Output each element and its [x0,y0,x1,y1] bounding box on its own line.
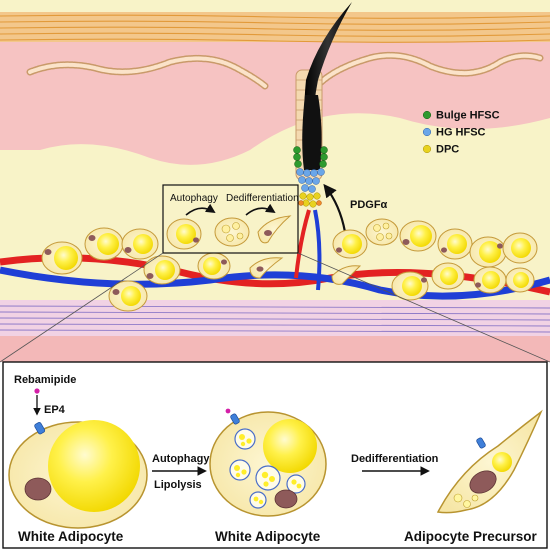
adipocyte [469,236,507,268]
adipocyte [166,218,202,250]
arrow1-label-bottom: Lipolysis [154,479,202,491]
adipocyte-precursor [249,257,284,279]
ep4-receptor [34,422,46,435]
ep4-label: EP4 [44,404,66,416]
legend: Bulge HFSC HG HFSC DPC [422,110,500,156]
adipocyte [437,228,473,260]
adipocyte [143,255,181,285]
autophagosome [234,428,256,450]
rebamipide-bound [225,408,231,414]
adipocyte-cluster [41,215,538,312]
adipocyte [121,228,159,260]
pdgfa-arrow [323,183,347,233]
artery-branch [294,209,311,279]
hair-follicle [293,2,352,208]
dpc-cells [299,192,321,208]
white-adipocyte-2 [209,408,327,517]
cell3-title: Adipocyte Precursor [404,529,538,544]
upper-dedifferentiation-label: Dedifferentiation [226,193,299,204]
rebamipide-label: Rebamipide [14,374,76,386]
svg-text:Bulge HFSC: Bulge HFSC [436,110,500,122]
adipocyte-precursor [257,215,292,244]
white-adipocyte-1 [8,420,148,529]
zoom-guide-right [297,252,550,363]
upper-autophagy-arrow [185,203,216,216]
arrow2-label: Dedifferentiation [351,453,439,465]
adipocyte [505,267,535,293]
adipocyte [197,252,231,280]
legend-item-bulge: Bulge HFSC [422,110,500,122]
zoom-box [162,184,299,254]
skin-section [0,0,550,362]
fascia-stripes [0,305,550,333]
autophagosome [229,459,251,481]
adipocyte [431,262,465,290]
zoom-guide-left [0,252,164,363]
pdgfa-label: PDGFα [350,199,388,211]
adipocyte [365,218,399,246]
arrow1-label-top: Autophagy [152,453,210,465]
adipocyte [41,241,83,275]
nucleus [469,470,497,494]
vein-main [0,266,550,300]
adipocyte [84,227,124,261]
legend-item-hg: HG HFSC [422,127,486,139]
svg-text:HG HFSC: HG HFSC [436,127,486,139]
cell1-title: White Adipocyte [18,529,124,544]
autophagosome [286,474,306,494]
vein-branch [313,209,322,291]
muscle-layer [0,336,550,362]
adipocyte [214,217,250,247]
adipocyte [399,220,437,252]
autophagosome [255,465,281,491]
upper-autophagy-label: Autophagy [170,193,218,204]
adipocyte-precursor-cell [436,409,543,514]
adipocyte [473,266,507,294]
epidermis-stripes [0,14,550,43]
ep4-receptor [476,437,486,449]
rebamipide-molecule [34,388,40,394]
adipocyte [332,229,368,259]
adipocyte [391,271,429,301]
nucleus [274,489,298,509]
hg-hfsc-cells [296,168,325,193]
dermis-layer [0,30,550,165]
nucleus [24,477,52,501]
upper-dediff-arrow [245,203,276,216]
cell2-title: White Adipocyte [215,529,321,544]
ep4-receptor [230,413,240,425]
bulge-hfsc-cells [293,146,328,168]
autophagosome [249,491,267,509]
svg-text:DPC: DPC [436,144,459,156]
adipocyte [502,232,538,264]
adipocyte [108,280,148,312]
legend-item-dpc: DPC [422,144,459,156]
